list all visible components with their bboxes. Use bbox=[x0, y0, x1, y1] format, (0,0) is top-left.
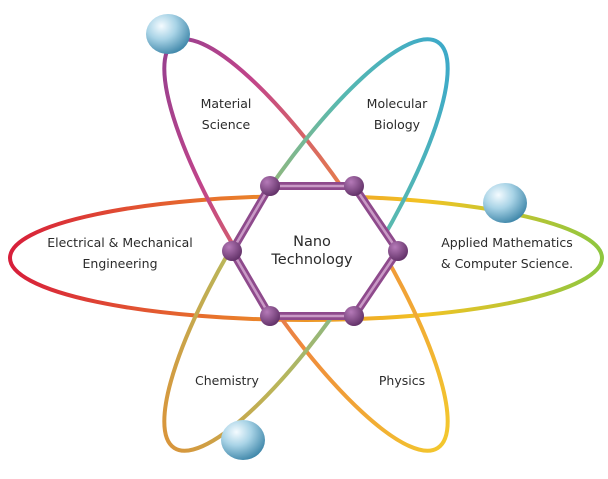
chemistry-label: Chemistry bbox=[195, 373, 260, 388]
applied-math-cs-label-line1: Applied Mathematics bbox=[441, 235, 573, 250]
hexagon-vertex bbox=[260, 306, 280, 326]
hexagon-vertex bbox=[344, 306, 364, 326]
electron-sphere-top-left bbox=[146, 14, 190, 54]
hexagon-vertex bbox=[388, 241, 408, 261]
hexagon-vertex bbox=[222, 241, 242, 261]
electrical-mechanical-label-line2: Engineering bbox=[83, 256, 158, 271]
electron-sphere-right bbox=[483, 183, 527, 223]
applied-math-cs-label-line2: & Computer Science. bbox=[441, 256, 573, 271]
electrical-mechanical-label-line1: Electrical & Mechanical bbox=[47, 235, 192, 250]
material-science-label-line2: Science bbox=[202, 117, 251, 132]
hexagon-vertex bbox=[344, 176, 364, 196]
electron-sphere-bottom bbox=[221, 420, 265, 460]
hexagon-vertex bbox=[260, 176, 280, 196]
physics-label: Physics bbox=[379, 373, 425, 388]
center-label-line1: Nano bbox=[293, 234, 331, 250]
molecular-biology-label-line2: Biology bbox=[374, 117, 421, 132]
molecular-biology-label-line1: Molecular bbox=[367, 96, 429, 111]
material-science-label-line1: Material bbox=[201, 96, 252, 111]
center-label-line2: Technology bbox=[270, 252, 353, 268]
